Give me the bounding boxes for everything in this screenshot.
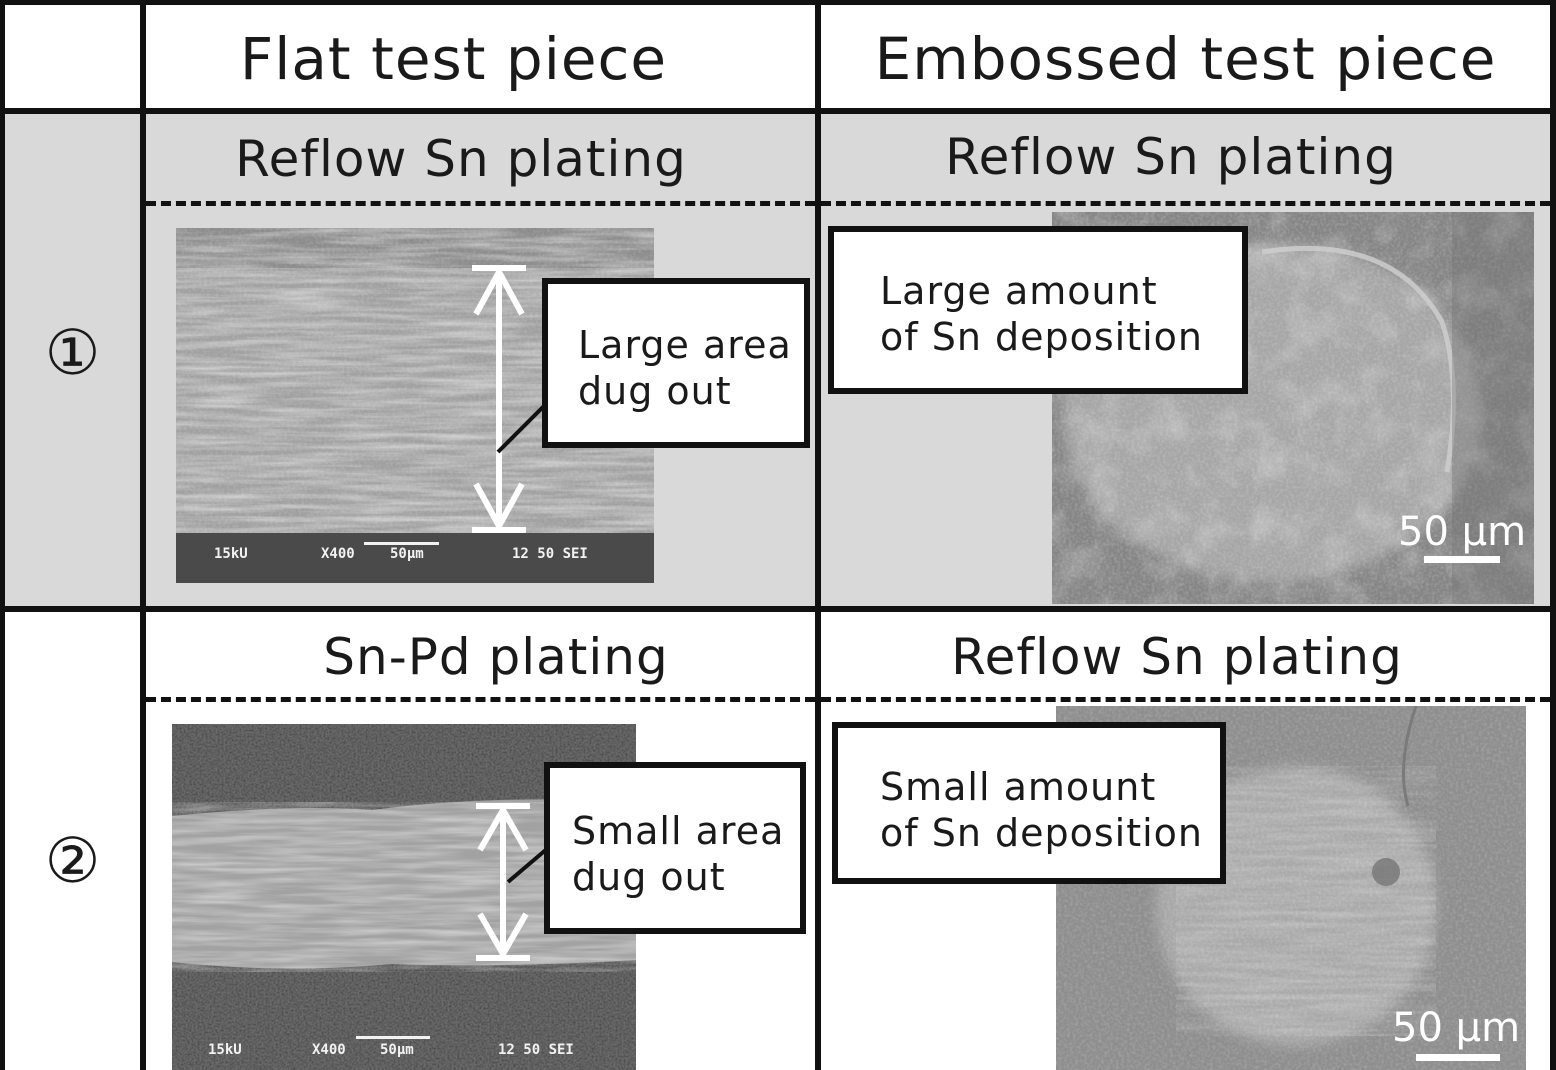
row-2-flat-callout-line-1: Small area [572, 809, 785, 853]
column-header-flat: Flat test piece [239, 25, 668, 93]
row-2-flat-sem-scale: 50μm [380, 1042, 414, 1058]
row-1-embossed-scale-bar [1424, 556, 1500, 563]
grid-line-center [815, 0, 821, 1070]
row-2-embossed-micrograph: 50 μm [1056, 706, 1526, 1070]
row-2-embossed-dashed-divider [821, 697, 1550, 702]
row-2-flat-plating-label: Sn-Pd plating [323, 628, 669, 686]
row-1-embossed-scale-label: 50 μm [1398, 509, 1527, 555]
row-1-flat-sem-kv: 15kU [214, 546, 248, 562]
row-2-flat-callout: Small area dug out [544, 762, 806, 934]
row-2-flat-sem-mag: X400 [312, 1042, 346, 1058]
row-1-flat-leader-line [496, 400, 550, 454]
row-2-embossed-callout-line-2: of Sn deposition [880, 811, 1204, 855]
row-2-flat-sem-scale-bar [356, 1036, 430, 1039]
grid-line-left [0, 0, 5, 1070]
row-1-embossed-callout-line-2: of Sn deposition [880, 315, 1204, 359]
row-1-embossed-plating-label: Reflow Sn plating [945, 128, 1397, 186]
row-2-flat-sem-kv: 15kU [208, 1042, 242, 1058]
row-1-flat-sem-scale: 50μm [390, 546, 424, 562]
row-1-flat-sem-scale-bar [364, 542, 439, 545]
row-2-embossed-scale-bar [1416, 1054, 1500, 1061]
row-2-flat-callout-line-2: dug out [572, 855, 726, 899]
grid-line-row-divider [0, 606, 1556, 612]
row-2-flat-dashed-divider [146, 697, 815, 702]
grid-line-marker-column [140, 0, 146, 1070]
row-1-flat-sem-info: 12 50 SEI [512, 546, 588, 562]
grid-line-header-bottom [0, 108, 1556, 114]
row-2-embossed-scale-label: 50 μm [1392, 1005, 1521, 1051]
row-1-flat-callout-line-1: Large area [578, 323, 792, 367]
grid-line-top [0, 0, 1556, 5]
row-2-embossed-callout: Small amount of Sn deposition [832, 722, 1226, 884]
row-1-flat-double-arrow [472, 265, 526, 533]
row-2-flat-double-arrow [476, 803, 530, 961]
row-2-marker: ② [44, 824, 101, 897]
row-1-embossed-callout: Large amount of Sn deposition [828, 226, 1248, 394]
row-1-flat-callout: Large area dug out [542, 278, 810, 448]
row-2-embossed-plating-label: Reflow Sn plating [951, 628, 1403, 686]
row-1-flat-callout-line-2: dug out [578, 369, 732, 413]
row-2-embossed-callout-line-1: Small amount [880, 765, 1157, 809]
row-1-embossed-callout-line-1: Large amount [880, 269, 1158, 313]
row-2-flat-leader-line [506, 846, 550, 884]
row-1-flat-dashed-divider [146, 201, 815, 206]
grid-line-right [1550, 0, 1556, 1070]
row-1-flat-plating-label: Reflow Sn plating [235, 130, 687, 188]
row-2-flat-sem-info: 12 50 SEI [498, 1042, 574, 1058]
row-1-flat-micrograph: 15kU X400 50μm 12 50 SEI [176, 228, 654, 583]
row-1-embossed-dashed-divider [821, 201, 1550, 206]
column-header-embossed: Embossed test piece [874, 25, 1497, 93]
row-1-flat-sem-mag: X400 [321, 546, 355, 562]
row-1-marker: ① [44, 316, 101, 389]
